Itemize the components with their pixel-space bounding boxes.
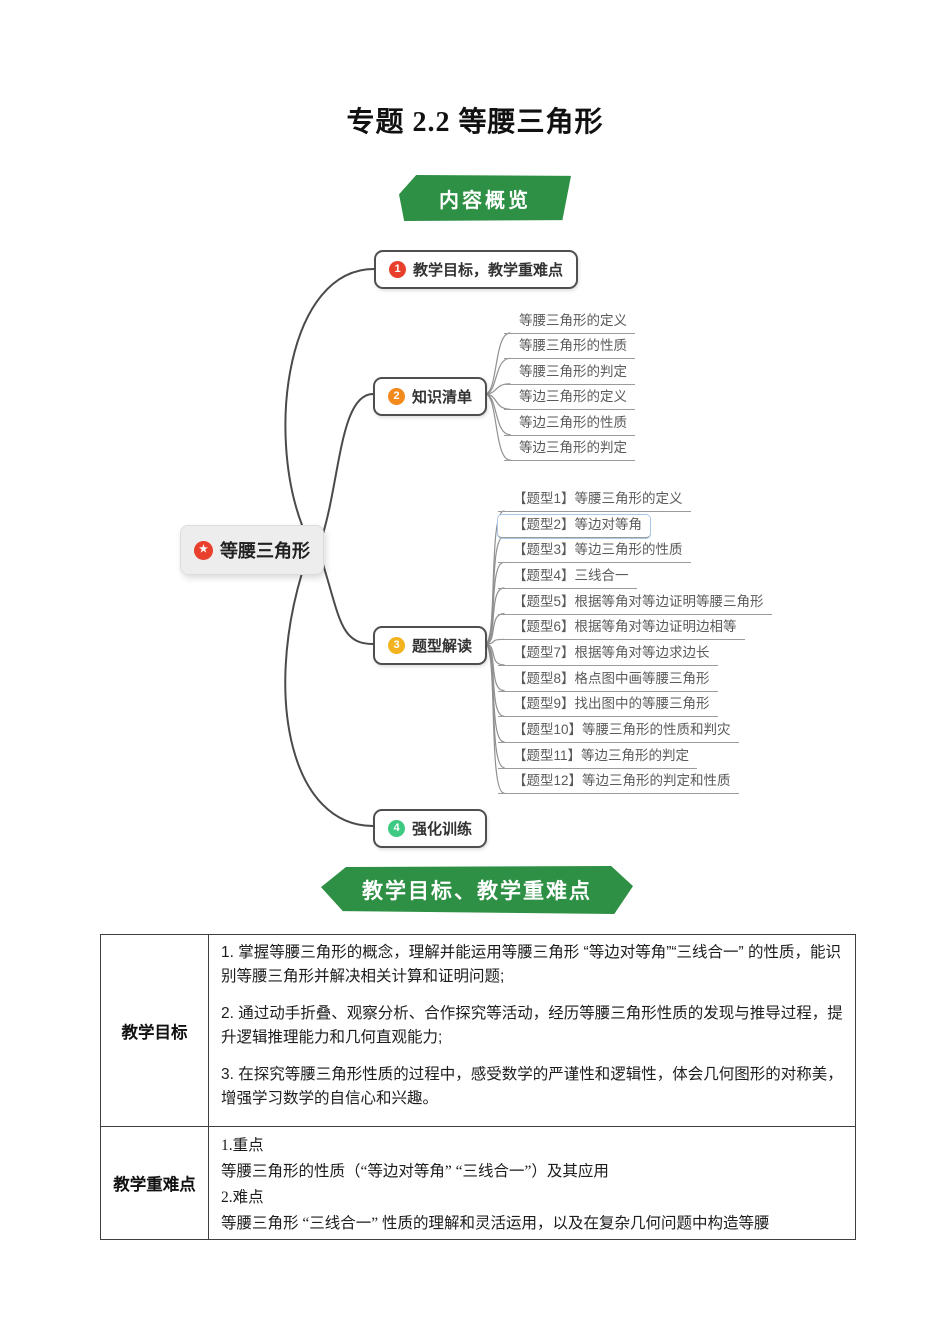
teaching-banner-label: 教学目标、教学重难点	[362, 880, 592, 903]
mindmap-root-label: 等腰三角形	[220, 541, 310, 561]
mindmap-branch-knowledge: 2 知识清单	[373, 377, 488, 416]
goals-header-cell: 教学目标	[100, 934, 209, 1127]
topic-child-item: 【题型2】等边对等角	[498, 514, 651, 538]
topic-child-item: 【题型7】根据等角对等边求边长	[498, 643, 718, 666]
knowledge-child-item: 等腰三角形的判定	[504, 362, 635, 385]
topic-child-item: 【题型8】格点图中画等腰三角形	[498, 669, 718, 692]
topic-child-item: 【题型10】等腰三角形的性质和判灾	[498, 720, 739, 743]
mindmap-branch-objectives: 1 教学目标，教学重难点	[374, 250, 579, 289]
mindmap-branch-objectives-label: 教学目标，教学重难点	[413, 262, 564, 279]
keypoints-paragraph: 等腰三角形的性质（“等边对等角” “三线合一”）及其应用	[221, 1163, 609, 1180]
mindmap-root-node: ★ 等腰三角形	[180, 525, 324, 575]
goals-paragraph: 3. 在探究等腰三角形性质的过程中，感受数学的严谨性和逻辑性，体会几何图形的对称…	[221, 1066, 843, 1107]
table-row-keypoints: 教学重难点 1.重点等腰三角形的性质（“等边对等角” “三线合一”）及其应用 2.…	[100, 1126, 856, 1240]
page-title: 专题 2.2 等腰三角形	[346, 107, 604, 138]
topic-child-item: 【题型5】根据等角对等边证明等腰三角形	[498, 592, 772, 615]
goals-paragraph: 2. 通过动手折叠、观察分析、合作探究等活动，经历等腰三角形性质的发现与推导过程…	[221, 1005, 843, 1046]
keypoints-paragraph: 2.难点	[221, 1189, 264, 1206]
topic-child-item: 【题型3】等边三角形的性质	[498, 540, 691, 564]
mindmap-connector-lines	[284, 268, 511, 827]
table-row-goals: 教学目标 1. 掌握等腰三角形的概念，理解并能运用等腰三角形 “等边对等角”“三…	[100, 934, 856, 1127]
goals-paragraph: 1. 掌握等腰三角形的概念，理解并能运用等腰三角形 “等边对等角”“三线合一” …	[221, 944, 841, 985]
overview-banner: 内容概览	[399, 175, 571, 221]
knowledge-child-item: 等腰三角形的性质	[504, 336, 635, 360]
overview-banner-label: 内容概览	[439, 189, 531, 212]
topic-child-item: 【题型1】等腰三角形的定义	[498, 489, 691, 512]
teaching-banner: 教学目标、教学重难点	[321, 866, 633, 914]
topic-child-item: 【题型12】等边三角形的判定和性质	[498, 771, 739, 795]
knowledge-child-item: 等边三角形的判定	[504, 438, 635, 461]
knowledge-child-item: 等边三角形的定义	[504, 387, 635, 411]
keypoints-header-cell: 教学重难点	[100, 1126, 209, 1240]
mindmap-branch-training: 4 强化训练	[373, 809, 488, 848]
keypoints-paragraph: 1.重点	[221, 1137, 264, 1154]
topic-child-item: 【题型4】三线合一	[498, 566, 637, 589]
number-4-badge-icon: 4	[388, 820, 405, 837]
topic-child-item: 【题型11】等边三角形的判定	[498, 746, 698, 769]
number-1-badge-icon: 1	[389, 261, 406, 278]
keypoints-paragraph: 等腰三角形 “三线合一” 性质的理解和灵活运用，以及在复杂几何问题中构造等腰	[221, 1215, 770, 1232]
mindmap-branch-training-label: 强化训练	[412, 821, 473, 838]
topic-child-item: 【题型6】根据等角对等边证明边相等	[498, 617, 745, 641]
mindmap-branch-knowledge-label: 知识清单	[412, 389, 473, 406]
mindmap-branch-topics-label: 题型解读	[412, 638, 473, 655]
topic-child-item: 【题型9】找出图中的等腰三角形	[498, 694, 718, 718]
knowledge-child-item: 等边三角形的性质	[504, 413, 635, 436]
goals-content-cell: 1. 掌握等腰三角形的概念，理解并能运用等腰三角形 “等边对等角”“三线合一” …	[208, 934, 856, 1127]
number-3-badge-icon: 3	[388, 637, 405, 654]
keypoints-content-cell: 1.重点等腰三角形的性质（“等边对等角” “三线合一”）及其应用 2.难点等腰三角…	[208, 1126, 856, 1240]
teaching-table: 教学目标 1. 掌握等腰三角形的概念，理解并能运用等腰三角形 “等边对等角”“三…	[100, 934, 856, 1240]
number-2-badge-icon: 2	[388, 388, 405, 405]
mindmap-branch-topics: 3 题型解读	[373, 626, 488, 665]
star-badge-icon: ★	[194, 540, 213, 560]
knowledge-child-item: 等腰三角形的定义	[504, 311, 635, 334]
